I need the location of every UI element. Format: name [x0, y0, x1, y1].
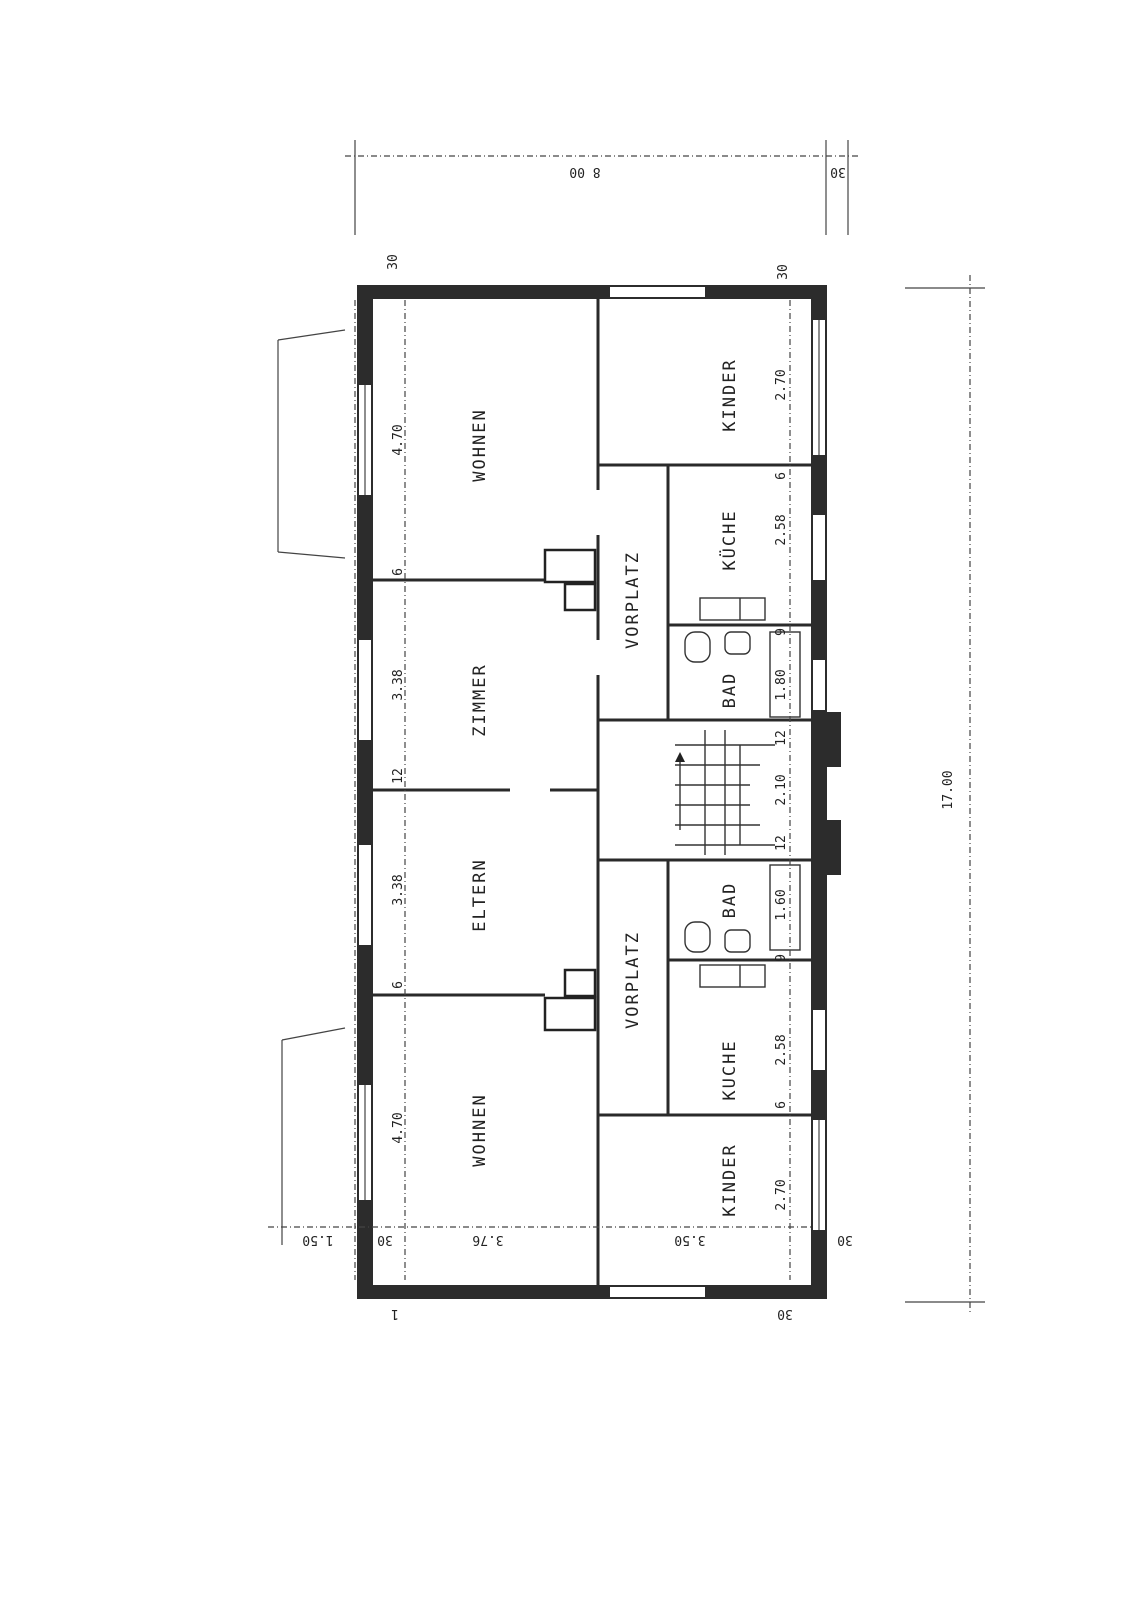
dim-wall-6-a: 6 [391, 568, 406, 576]
dimension-labels: 30 30 4.70 6 3.38 12 3.38 6 4.70 2.70 6 … [302, 254, 852, 1321]
dim-bottom-outer: 1.50 [302, 1232, 333, 1247]
dim-bad-top-len: 1.80 [774, 669, 789, 700]
dim-wohnen-bottom-len: 4.70 [391, 1112, 406, 1143]
dim-eltern-len: 3.38 [391, 874, 406, 905]
dim-stair-len: 2.10 [774, 774, 789, 805]
outer-walls [357, 285, 841, 1299]
room-labels: WOHNEN KINDER KÜCHE VORPLATZ ZIMMER BAD … [470, 358, 740, 1216]
dim-overall-edge: 30 [830, 164, 846, 179]
room-kuche-bottom: KUCHE [720, 1039, 740, 1100]
dim-bottom-corner-right: 30 [777, 1306, 793, 1321]
top-dimension: 8 00 30 [345, 140, 860, 235]
left-dimensions [268, 300, 811, 1280]
dim-overall-length: 17.00 [941, 770, 956, 809]
fixtures [684, 597, 801, 988]
dim-wohnen-top-len: 4.70 [391, 424, 406, 455]
dim-wall-9-a: 9 [774, 628, 789, 636]
dim-wall-top-left: 30 [386, 254, 401, 270]
room-bad-top: BAD [720, 672, 740, 709]
dim-wall-6-c: 6 [774, 472, 789, 480]
dim-kinder-top-len: 2.70 [774, 369, 789, 400]
room-bad-bottom: BAD [720, 882, 740, 919]
dim-bad-bottom-len: 1.60 [774, 889, 789, 920]
dim-kinder-bottom-len: 2.70 [774, 1179, 789, 1210]
dim-kuche-bottom-len: 2.58 [774, 1034, 789, 1065]
dim-wall-12-c: 12 [774, 835, 789, 851]
dim-wall-top-right: 30 [776, 264, 791, 280]
dim-wall-9-b: 9 [774, 954, 789, 962]
dim-wall-6-b: 6 [391, 981, 406, 989]
room-kuche-top: KÜCHE [718, 509, 740, 570]
right-dimension: 17.00 [905, 275, 985, 1315]
room-eltern: ELTERN [470, 858, 490, 931]
dim-wall-6-d: 6 [774, 1101, 789, 1109]
dim-bottom-left-width: 3.76 [472, 1232, 503, 1247]
dim-bottom-right-width: 3.50 [674, 1232, 705, 1247]
room-vorplatz-top: VORPLATZ [623, 551, 643, 649]
dim-bottom-right-wall: 30 [837, 1232, 853, 1247]
dim-bottom-corner-left: 1 [391, 1306, 399, 1321]
room-kinder-top: KINDER [720, 358, 740, 431]
room-vorplatz-bottom: VORPLATZ [623, 931, 643, 1029]
room-zimmer: ZIMMER [470, 663, 490, 736]
dim-overall-width: 8 00 [569, 164, 600, 179]
dim-wall-12-a: 12 [391, 768, 406, 784]
interior-walls [373, 299, 811, 1285]
dim-kuche-top-len: 2.58 [774, 514, 789, 545]
staircase [675, 730, 775, 855]
room-kinder-bottom: KINDER [720, 1143, 740, 1216]
dim-bottom-left-wall: 30 [377, 1232, 393, 1247]
dim-wall-12-b: 12 [774, 730, 789, 746]
room-wohnen-top: WOHNEN [470, 408, 490, 481]
dim-zimmer-len: 3.38 [391, 669, 406, 700]
room-wohnen-bottom: WOHNEN [470, 1093, 490, 1166]
